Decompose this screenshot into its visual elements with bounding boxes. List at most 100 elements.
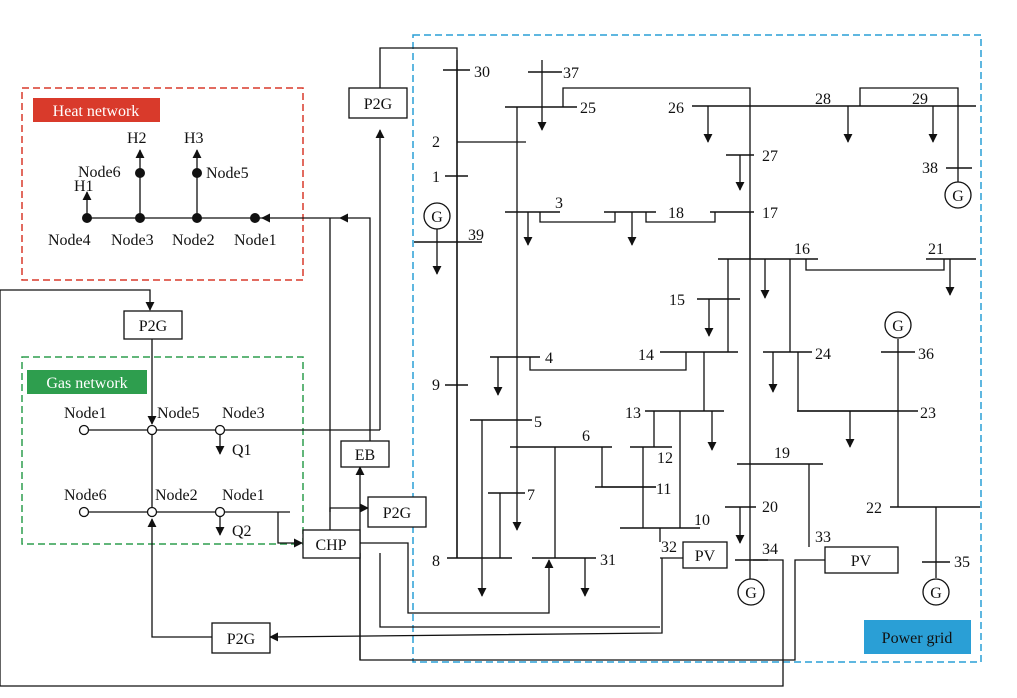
pv-32-label: PV	[695, 548, 716, 565]
p2g-mid-label: P2G	[383, 505, 412, 522]
gas-node6	[78, 506, 90, 518]
pv-32-box	[682, 541, 728, 569]
p2g-left-box	[123, 310, 183, 340]
heat-network-tag: Heat network	[53, 103, 140, 120]
p2g-mid-box	[367, 496, 427, 528]
heat-label-node4: Node4	[48, 232, 91, 249]
heat-label-h1: H1	[74, 178, 94, 195]
heat-node5	[192, 168, 202, 178]
pv-33-label: PV	[851, 553, 872, 570]
bus-8-label: 8	[432, 553, 440, 570]
bus-32-label: 32	[661, 539, 677, 556]
chp-box	[302, 529, 361, 559]
gas-label-node3: Node3	[222, 405, 265, 422]
gas-node3	[214, 424, 226, 436]
gen-36	[884, 311, 912, 339]
gen-39	[423, 202, 451, 230]
bus-36-label: 36	[918, 346, 934, 363]
bus-21-label: 21	[928, 241, 944, 258]
heat-node6	[135, 168, 145, 178]
power-grid-tag: Power grid	[882, 630, 953, 647]
gas-label-q2: Q2	[232, 523, 252, 540]
heat-network-tag-bg	[33, 98, 160, 122]
bus-18-label: 18	[668, 205, 684, 222]
gen-38	[944, 181, 972, 209]
bus-23-label: 23	[920, 405, 936, 422]
gas-node5	[146, 424, 158, 436]
bus-25-label: 25	[580, 100, 596, 117]
heat-node4	[82, 213, 92, 223]
bus-2-label: 2	[432, 134, 440, 151]
gas-label-node1: Node1	[64, 405, 107, 422]
power-grid-tag-bg	[864, 620, 971, 654]
gen-38-label: G	[952, 188, 964, 205]
chp-label: CHP	[315, 537, 346, 554]
eb-box	[340, 440, 390, 468]
bus-6-label: 6	[582, 428, 590, 445]
bus-16-label: 16	[794, 241, 810, 258]
bus-28-label: 28	[815, 91, 831, 108]
bus-35-label: 35	[954, 554, 970, 571]
gas-node1	[78, 424, 90, 436]
bus-3-label: 3	[555, 195, 563, 212]
bus-10-label: 10	[694, 512, 710, 529]
heat-node2	[192, 213, 202, 223]
gen-34	[737, 578, 765, 606]
gas-network-tag-bg	[27, 370, 147, 394]
bus-26-label: 26	[668, 100, 684, 117]
eb-label: EB	[355, 447, 375, 464]
bus-1-label: 1	[432, 169, 440, 186]
pv-33-box	[824, 546, 899, 574]
gas-network-frame	[21, 356, 304, 545]
bus-37-label: 37	[563, 65, 579, 82]
bus-19-label: 19	[774, 445, 790, 462]
bus-38-label: 38	[922, 160, 938, 177]
heat-label-node2: Node2	[172, 232, 215, 249]
bus-5-label: 5	[534, 414, 542, 431]
p2g-bottom-box	[211, 622, 271, 654]
gas-label-q1: Q1	[232, 442, 252, 459]
power-grid-frame	[412, 34, 982, 663]
bus-29-label: 29	[912, 91, 928, 108]
bus-7-label: 7	[527, 487, 535, 504]
bus-30-label: 30	[474, 64, 490, 81]
heat-node3	[135, 213, 145, 223]
heat-node1	[250, 213, 260, 223]
bus-27-label: 27	[762, 148, 778, 165]
gen-36-label: G	[892, 318, 904, 335]
gas-node2	[146, 506, 158, 518]
heat-label-node3: Node3	[111, 232, 154, 249]
gas-label-node6: Node6	[64, 487, 107, 504]
heat-label-node1: Node1	[234, 232, 277, 249]
p2g-bottom-label: P2G	[227, 631, 256, 648]
bus-15-label: 15	[669, 292, 685, 309]
gas-node1b	[214, 506, 226, 518]
heat-network-frame	[21, 87, 304, 281]
p2g-left-label: P2G	[139, 318, 168, 335]
gen-34-label: G	[745, 585, 757, 602]
heat-label-node6: Node6	[78, 164, 121, 181]
bus-24-label: 24	[815, 346, 831, 363]
gen-35-label: G	[930, 585, 942, 602]
bus-13-label: 13	[625, 405, 641, 422]
bus-12-label: 12	[657, 450, 673, 467]
p2g-top-label: P2G	[364, 96, 393, 113]
bus-11-label: 11	[656, 481, 671, 498]
bus-17-label: 17	[762, 205, 778, 222]
gas-network-tag: Gas network	[46, 375, 127, 392]
bus-33-label: 33	[815, 529, 831, 546]
bus-39-label: 39	[468, 227, 484, 244]
gen-35	[922, 578, 950, 606]
bus-22-label: 22	[866, 500, 882, 517]
bus-9-label: 9	[432, 377, 440, 394]
bus-34-label: 34	[762, 541, 778, 558]
bus-31-label: 31	[600, 552, 616, 569]
bus-4-label: 4	[545, 350, 553, 367]
bus-20-label: 20	[762, 499, 778, 516]
heat-label-h2: H2	[127, 130, 147, 147]
heat-label-h3: H3	[184, 130, 204, 147]
bus-14-label: 14	[638, 347, 654, 364]
gas-label-node1b: Node1	[222, 487, 265, 504]
